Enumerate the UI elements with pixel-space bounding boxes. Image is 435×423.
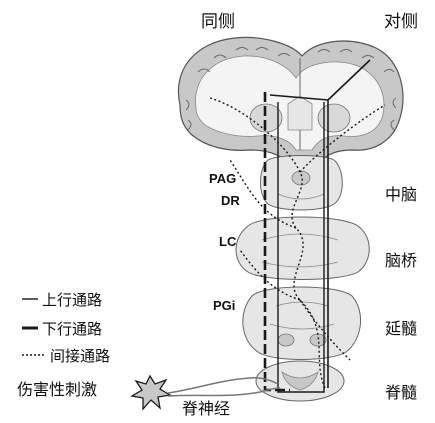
medulla-label: 延髓 [385,319,417,338]
midbrain-label: 中脑 [385,185,417,204]
legend-descending-label: 下行通路 [42,320,102,338]
legend-ascending-label: 上行通路 [42,291,102,309]
noxious-stimulus-label: 伤害性刺激 [17,380,97,399]
medulla-section [243,287,361,360]
lc-label: LC [219,234,237,249]
pons-label: 脑桥 [385,251,417,270]
contralateral-label: 对侧 [384,12,418,32]
pons-section [236,217,369,280]
pgi-label: PGi [213,298,235,313]
spinal-cord-label: 脊髓 [385,383,417,402]
pag-label: PAG [209,171,236,186]
legend: 上行通路 下行通路 间接通路 [22,291,110,365]
dr-label: DR [221,193,240,208]
ipsilateral-label: 同侧 [201,12,235,32]
brain-coronal-section [178,37,403,170]
midbrain-section [261,156,343,211]
legend-indirect-label: 间接通路 [50,347,110,365]
starburst-icon [132,376,170,409]
spinal-nerve-label: 脊神经 [182,399,230,418]
